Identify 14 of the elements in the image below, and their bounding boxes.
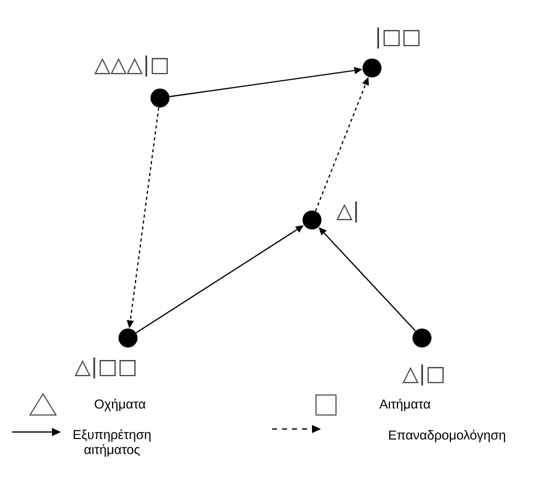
legend-label: Εξυπηρέτηση αιτήματος	[74, 429, 150, 457]
symbol-label: △|□□	[74, 358, 136, 378]
legend-label: Αιτήματα	[379, 398, 430, 412]
dot	[362, 58, 382, 78]
legend-label: Επαναδρομολόγηση	[389, 430, 506, 442]
symbol-label: |□□	[377, 28, 420, 48]
dot	[412, 328, 432, 348]
dot	[118, 328, 138, 348]
symbol-label: △|□	[402, 364, 444, 386]
symbol-label: △|	[336, 202, 357, 222]
symbol-label: △△△|□	[94, 56, 168, 76]
dot	[150, 88, 170, 108]
dot	[302, 210, 322, 230]
legend-label: Οχήματα	[94, 398, 146, 412]
